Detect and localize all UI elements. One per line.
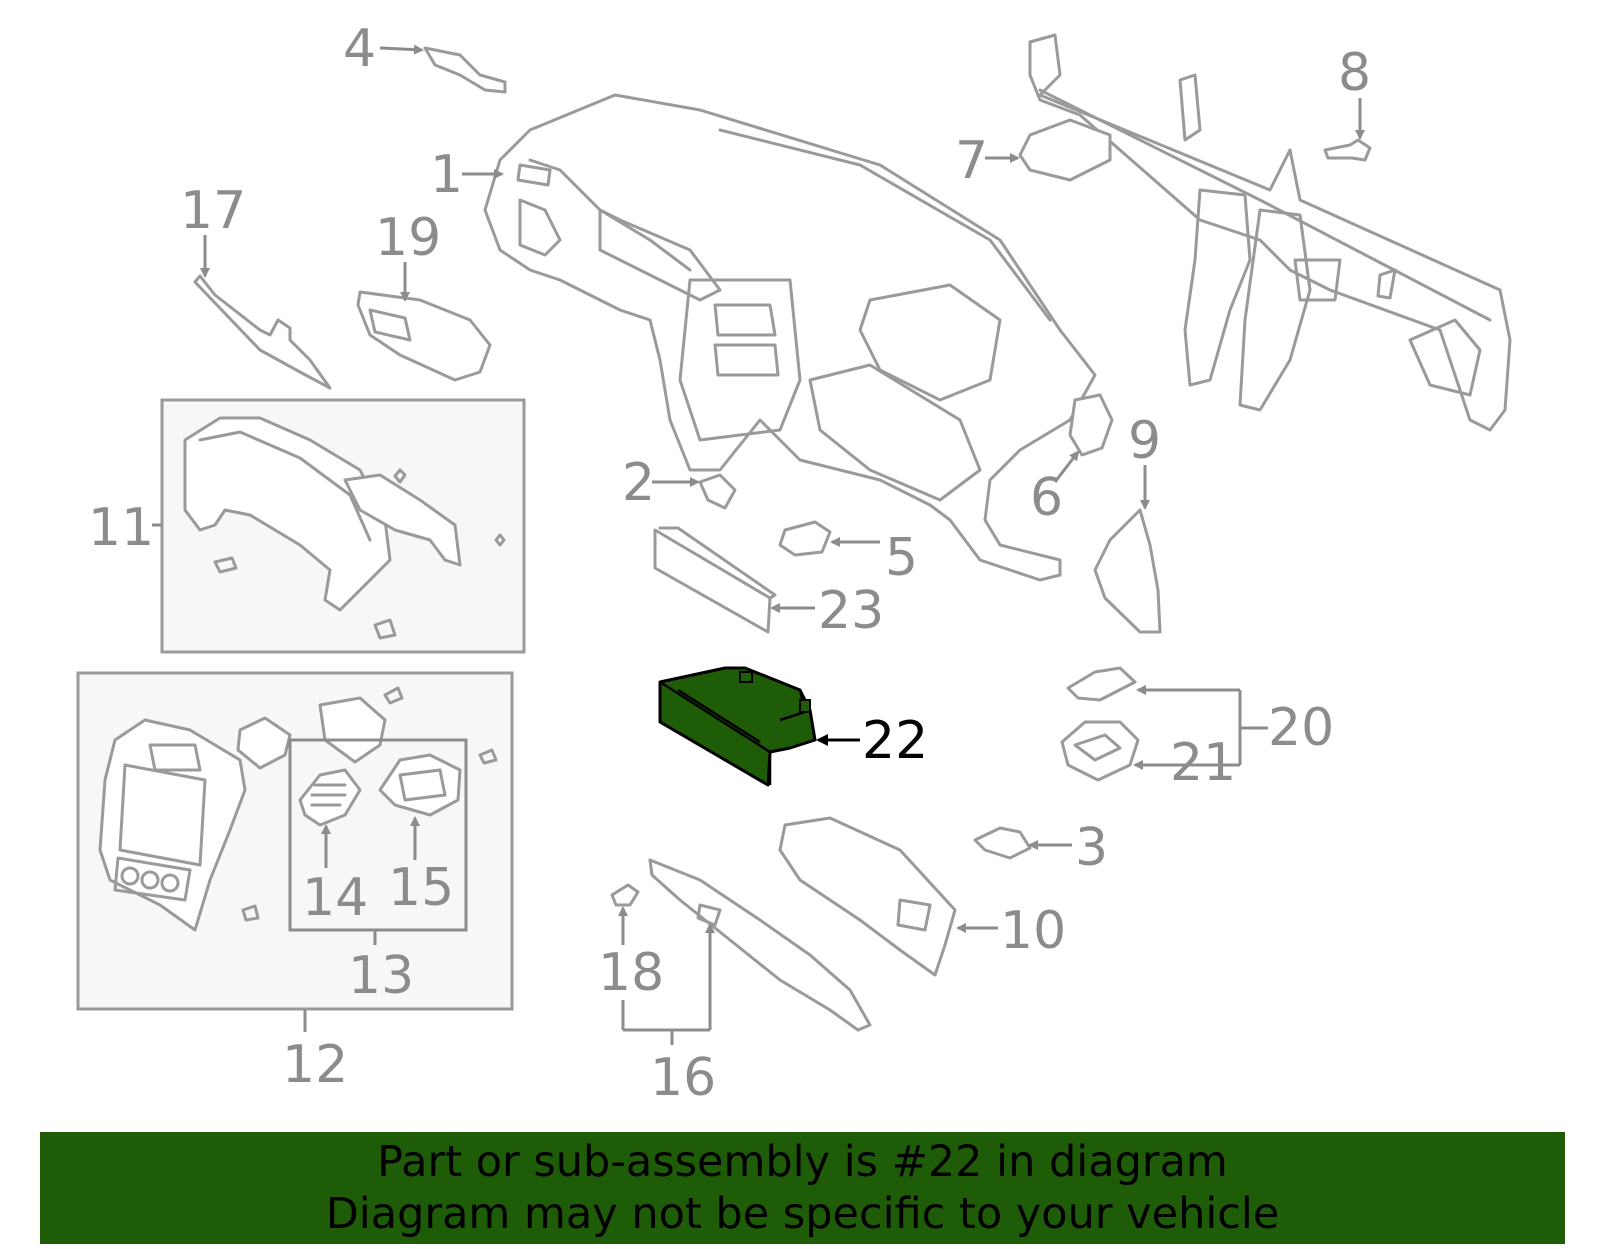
banner-line-part-number: Part or sub-assembly is #22 in diagram: [377, 1137, 1228, 1187]
callout-13: 13: [348, 946, 414, 1006]
callout-7: 7: [955, 131, 988, 191]
part-17-trim-strip: [193, 274, 332, 390]
callout-10: 10: [1000, 901, 1066, 961]
part-12-center-bezel: [98, 686, 498, 932]
part-6-bracket: [1068, 393, 1114, 457]
part-21-housing: [1060, 720, 1140, 782]
callout-1: 1: [430, 145, 463, 205]
part-18-clip: [610, 883, 640, 907]
part-23-pocket: [653, 526, 777, 634]
part-9-end-cover: [1093, 508, 1162, 634]
info-banner: Part or sub-assembly is #22 in diagram D…: [40, 1132, 1565, 1244]
callout-4: 4: [343, 19, 376, 79]
callout-18: 18: [598, 943, 664, 1003]
part-11-cluster-bezel: [183, 416, 506, 640]
callout-20: 20: [1268, 698, 1334, 758]
callout-8: 8: [1338, 43, 1371, 103]
part-cross-car-beam: [1028, 33, 1512, 432]
callout-9: 9: [1128, 411, 1161, 471]
callout-6: 6: [1030, 468, 1063, 528]
callout-16: 16: [650, 1048, 716, 1108]
callout-14: 14: [302, 868, 368, 928]
group-box-13: [288, 738, 468, 932]
part-2-clip: [698, 473, 737, 510]
callout-19: 19: [375, 208, 441, 268]
part-7-bracket: [1018, 118, 1112, 182]
callout-11: 11: [88, 498, 154, 558]
part-19-switch-panel: [356, 290, 492, 382]
callout-23: 23: [818, 581, 884, 641]
part-22-storage-bin: [658, 666, 817, 787]
part-1-instrument-panel: [483, 93, 1097, 582]
callout-12: 12: [282, 1035, 348, 1095]
part-16-glove-box-liner: [648, 858, 872, 1032]
part-5-clip: [778, 520, 832, 557]
callout-2: 2: [622, 453, 655, 513]
part-3-clip: [973, 826, 1032, 860]
callout-3: 3: [1075, 818, 1108, 878]
part-20-cover: [1066, 666, 1137, 702]
part-8-bolt: [1323, 138, 1372, 162]
part-14-vent: [298, 768, 362, 827]
callout-22: 22: [862, 711, 928, 771]
callout-17: 17: [180, 181, 246, 241]
callout-21: 21: [1170, 733, 1236, 793]
callout-5: 5: [885, 528, 918, 588]
part-4-bracket: [423, 46, 507, 94]
banner-line-disclaimer: Diagram may not be specific to your vehi…: [325, 1189, 1280, 1239]
part-10-glove-box-door: [778, 816, 957, 977]
callout-15: 15: [388, 858, 454, 918]
part-15-vent: [378, 753, 462, 817]
